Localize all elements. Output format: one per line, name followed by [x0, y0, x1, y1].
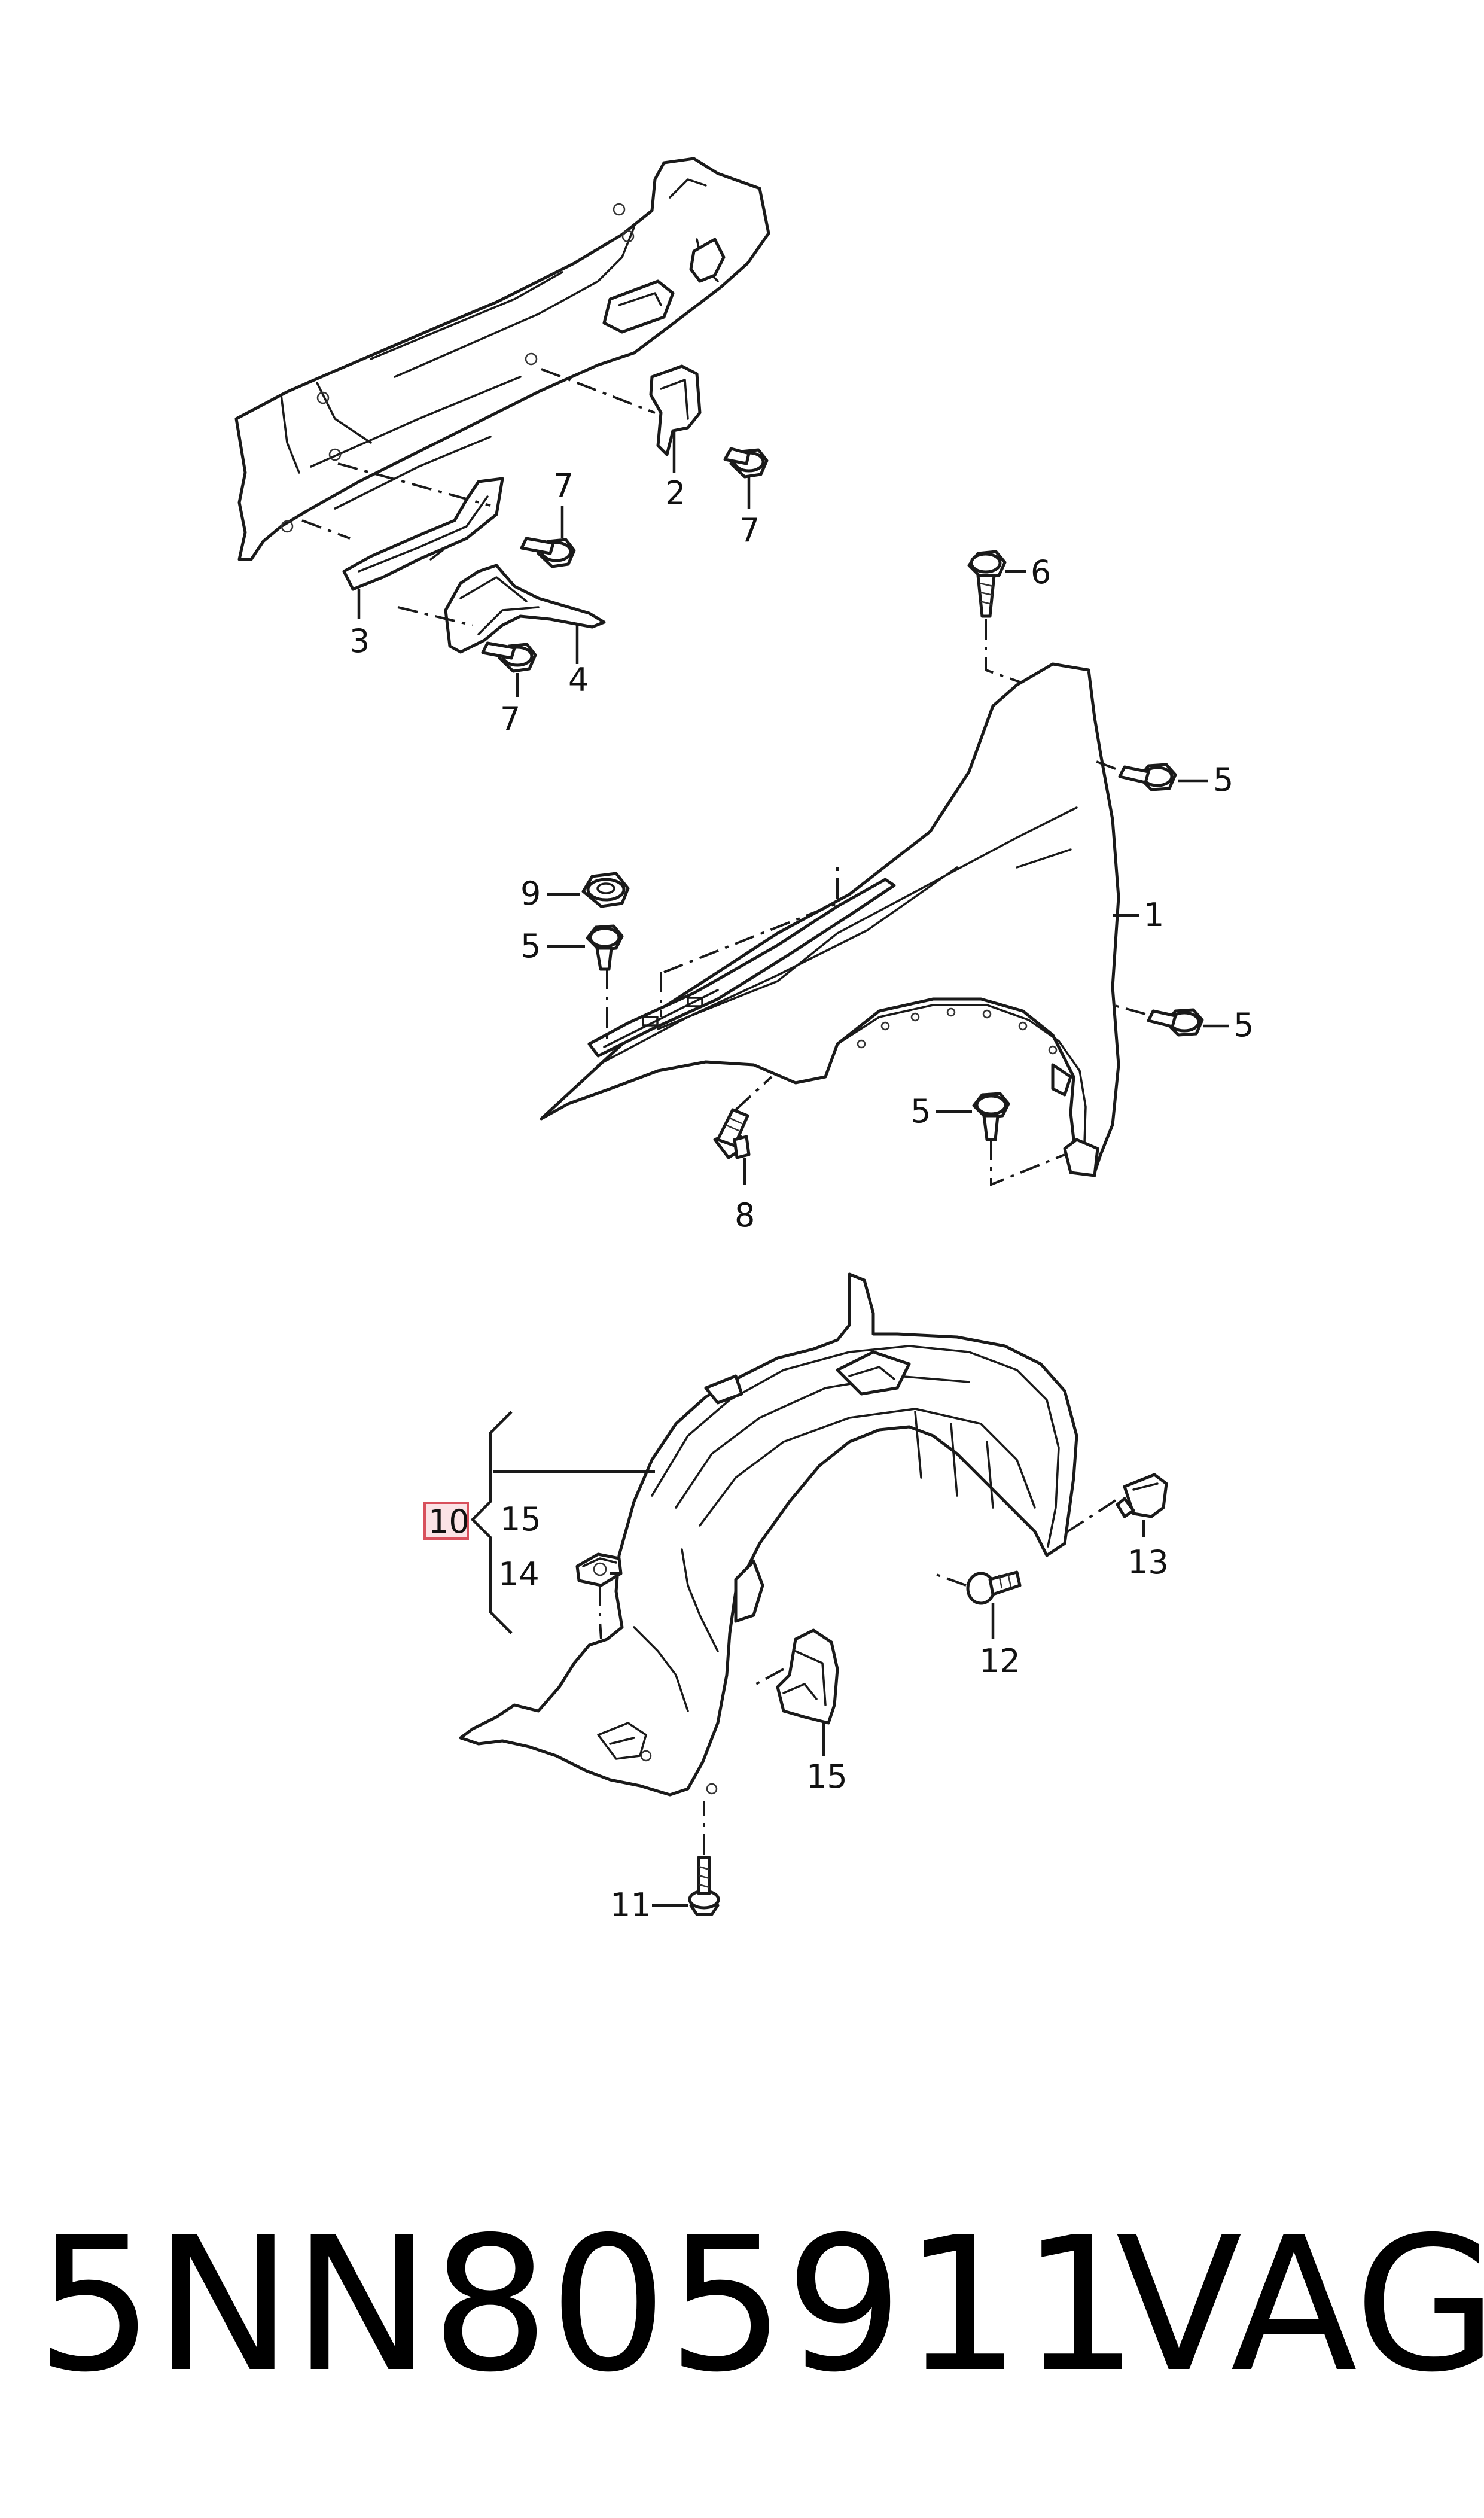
longitudinal-member — [234, 157, 770, 561]
callout-11: 11 — [610, 1886, 651, 1924]
callout-5-lower-right: 5 — [1233, 1006, 1254, 1044]
callout-5-bottom: 5 — [910, 1092, 931, 1130]
callout-14: 14 — [498, 1555, 540, 1593]
callout-2: 2 — [665, 474, 685, 512]
bolt-5-bottom — [972, 1092, 1010, 1141]
callout-5-upper-right: 5 — [1213, 761, 1233, 799]
clip-13 — [1116, 1473, 1168, 1518]
fender-mounting-rail — [587, 878, 896, 1058]
callout-4: 4 — [568, 661, 589, 699]
nut-9 — [581, 872, 630, 908]
callout-8: 8 — [735, 1196, 755, 1234]
screw-11 — [688, 1856, 720, 1916]
part-number: 5NN805911 — [36, 2197, 1139, 2413]
bolt-6 — [967, 550, 1007, 618]
screw-12 — [966, 1570, 1022, 1605]
callout-7-upper: 7 — [739, 511, 760, 549]
callout-1: 1 — [1144, 896, 1164, 934]
brand-name: VAG — [1116, 2197, 1484, 2413]
callout-3: 3 — [349, 622, 370, 660]
callout-15-bracket: 15 — [500, 1500, 541, 1538]
callout-15-shield: 15 — [806, 1758, 848, 1795]
callout-12: 12 — [979, 1642, 1020, 1680]
wheel-housing-liner-10 — [459, 1272, 1078, 1797]
stud-8 — [713, 1108, 751, 1159]
callout-10: 10 — [428, 1503, 470, 1540]
callout-6: 6 — [1031, 553, 1051, 591]
bolt-5-left — [586, 924, 624, 971]
bracket-3 — [342, 477, 504, 591]
splash-shield-15-right — [776, 1628, 839, 1725]
bolt-7-upper — [723, 447, 769, 479]
callout-7-middle: 7 — [553, 467, 574, 504]
bracket-10 — [470, 1411, 513, 1634]
callout-9: 9 — [520, 875, 541, 912]
nut-14 — [575, 1552, 623, 1587]
bolt-5-lower-right — [1147, 1008, 1204, 1037]
callout-10-highlight — [423, 1502, 469, 1540]
callout-5-left: 5 — [520, 927, 541, 965]
bolt-5-upper-right — [1118, 763, 1177, 791]
callout-13: 13 — [1128, 1543, 1169, 1581]
bolt-7-lower — [481, 641, 537, 673]
callout-7-lower: 7 — [500, 700, 520, 738]
bracket-4 — [444, 564, 606, 654]
bolt-7-middle — [520, 537, 576, 568]
